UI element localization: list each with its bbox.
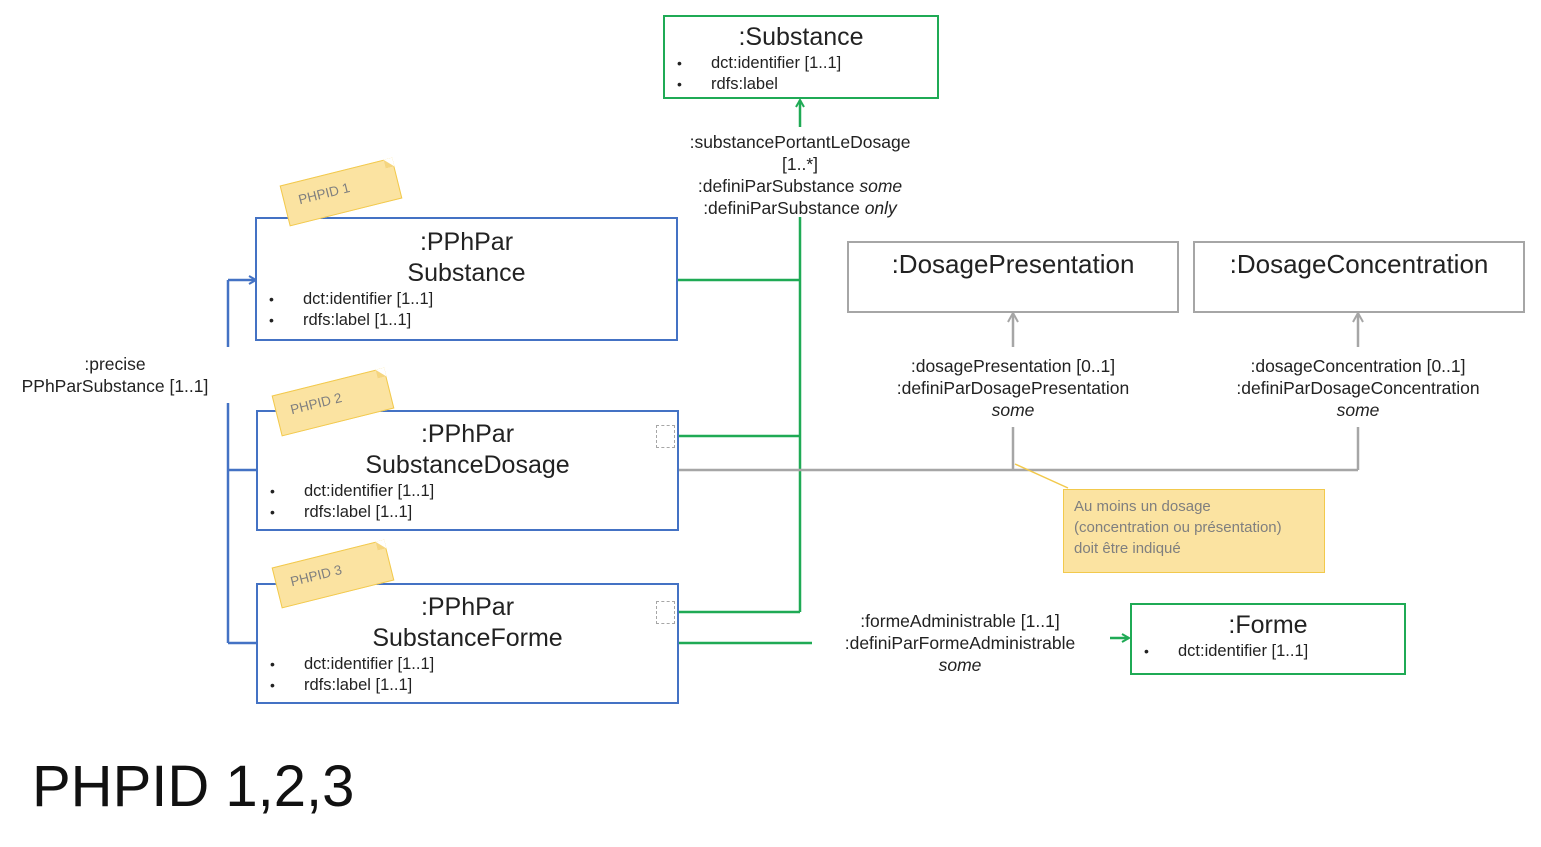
forme-class-title: :Forme xyxy=(1228,611,1308,639)
pphpar-substance-attr-identifier: dct:identifier [1..1] xyxy=(257,289,676,310)
forme-administrable-line1: :formeAdministrable [1..1] xyxy=(860,611,1060,631)
forme-attr-identifier: dct:identifier [1..1] xyxy=(1132,641,1404,662)
pphpar-substance-forme-title-line2: SubstanceForme xyxy=(372,624,563,652)
substance-attr-label: rdfs:label xyxy=(665,74,937,95)
dosage-concentration-title: :DosageConcentration xyxy=(1229,249,1489,279)
dosage-requirement-note: Au moins un dosage (concentration ou pré… xyxy=(1063,489,1325,573)
pphpar-substance-forme-title-line1: :PPhPar xyxy=(420,593,515,621)
note-line3: doit être indiqué xyxy=(1074,540,1181,557)
substance-portant-line2: [1..*] xyxy=(782,154,818,174)
pphpar-substance-forme-attr-identifier: dct:identifier [1..1] xyxy=(258,654,677,675)
pphpar-substance-dosage-title-line2: SubstanceDosage xyxy=(365,451,570,479)
dosage-presentation-line2: :definiParDosagePresentation xyxy=(896,378,1130,398)
note-line2: (concentration ou présentation) xyxy=(1074,519,1282,536)
pphpar-substance-dosage-title-line1: :PPhPar xyxy=(420,420,515,448)
dosage-presentation-relation-label: :dosagePresentation [0..1] :definiParDos… xyxy=(856,355,1170,421)
forme-class-box[interactable]: :Forme dct:identifier [1..1] xyxy=(1130,603,1406,675)
pphpar-substance-forme-attr-label: rdfs:label [1..1] xyxy=(258,675,677,696)
dosage-concentration-line2: :definiParDosageConcentration xyxy=(1236,378,1480,398)
phpid3-tag-label: PHPID 3 xyxy=(288,561,344,590)
dosage-concentration-line1: :dosageConcentration [0..1] xyxy=(1250,356,1466,376)
pphpar-substance-title-line2: Substance xyxy=(407,259,526,287)
pphpar-substance-dosage-attr-identifier: dct:identifier [1..1] xyxy=(258,481,677,502)
precise-relation-label: :precise PPhParSubstance [1..1] xyxy=(0,353,230,397)
pphpar-substance-dosage-attr-label: rdfs:label [1..1] xyxy=(258,502,677,523)
forme-administrable-quantifier: some xyxy=(938,655,982,675)
pphpar-substance-dosage-class-box[interactable]: :PPhPar SubstanceDosage dct:identifier [… xyxy=(256,410,679,531)
dosage-concentration-class-box[interactable]: :DosageConcentration xyxy=(1193,241,1525,313)
substance-portant-line3-quantifier: some xyxy=(859,176,903,196)
substance-portant-relation-label: :substancePortantLeDosage [1..*] :defini… xyxy=(650,131,950,219)
phpid1-tag-label: PHPID 1 xyxy=(296,179,352,208)
page-title: PHPID 1,2,3 xyxy=(32,754,355,819)
dosage-presentation-title: :DosagePresentation xyxy=(891,249,1135,279)
dosage-presentation-class-box[interactable]: :DosagePresentation xyxy=(847,241,1179,313)
substance-attr-identifier: dct:identifier [1..1] xyxy=(665,53,937,74)
pphpar-substance-attr-label: rdfs:label [1..1] xyxy=(257,310,676,331)
note-pointer xyxy=(1014,463,1069,489)
dosage-concentration-quantifier: some xyxy=(1336,400,1380,420)
pphpar-substance-class-box[interactable]: :PPhPar Substance dct:identifier [1..1] … xyxy=(255,217,678,341)
precise-connector xyxy=(226,280,257,645)
forme-port-handle[interactable] xyxy=(656,601,675,624)
note-line1: Au moins un dosage xyxy=(1074,498,1211,515)
dosage-concentration-relation-label: :dosageConcentration [0..1] :definiParDo… xyxy=(1200,355,1516,421)
substance-portant-line4-text: :definiParSubstance xyxy=(703,198,860,218)
pphpar-substance-dosage-attribute-list: dct:identifier [1..1] rdfs:label [1..1] xyxy=(258,481,677,523)
substance-class-box[interactable]: :Substance dct:identifier [1..1] rdfs:la… xyxy=(663,15,939,99)
phpid2-tag-label: PHPID 2 xyxy=(288,389,344,418)
dosage-presentation-line1: :dosagePresentation [0..1] xyxy=(910,356,1116,376)
pphpar-substance-title-line1: :PPhPar xyxy=(419,228,514,256)
substance-portant-line3: :definiParSubstance some xyxy=(650,175,950,197)
substance-connector xyxy=(677,100,800,614)
dosage-port-handle[interactable] xyxy=(656,425,675,448)
pphpar-substance-forme-attribute-list: dct:identifier [1..1] rdfs:label [1..1] xyxy=(258,654,677,696)
substance-portant-line4-quantifier: only xyxy=(864,198,897,218)
substance-portant-line3-text: :definiParSubstance xyxy=(697,176,855,196)
forme-attribute-list: dct:identifier [1..1] xyxy=(1132,641,1404,662)
precise-label-line2: PPhParSubstance [1..1] xyxy=(21,376,209,396)
substance-attribute-list: dct:identifier [1..1] rdfs:label xyxy=(665,53,937,95)
forme-connector xyxy=(678,638,1129,645)
forme-administrable-line2: :definiParFormeAdministrable xyxy=(844,633,1076,653)
precise-label-line1: :precise xyxy=(84,354,146,374)
substance-class-title: :Substance xyxy=(738,23,864,51)
substance-portant-line1: :substancePortantLeDosage xyxy=(689,132,911,152)
pphpar-substance-forme-class-box[interactable]: :PPhPar SubstanceForme dct:identifier [1… xyxy=(256,583,679,704)
substance-portant-line4: :definiParSubstance only xyxy=(650,197,950,219)
pphpar-substance-attribute-list: dct:identifier [1..1] rdfs:label [1..1] xyxy=(257,289,676,331)
dosage-presentation-quantifier: some xyxy=(991,400,1035,420)
dosage-connector xyxy=(678,313,1358,472)
forme-administrable-relation-label: :formeAdministrable [1..1] :definiParFor… xyxy=(812,610,1108,676)
